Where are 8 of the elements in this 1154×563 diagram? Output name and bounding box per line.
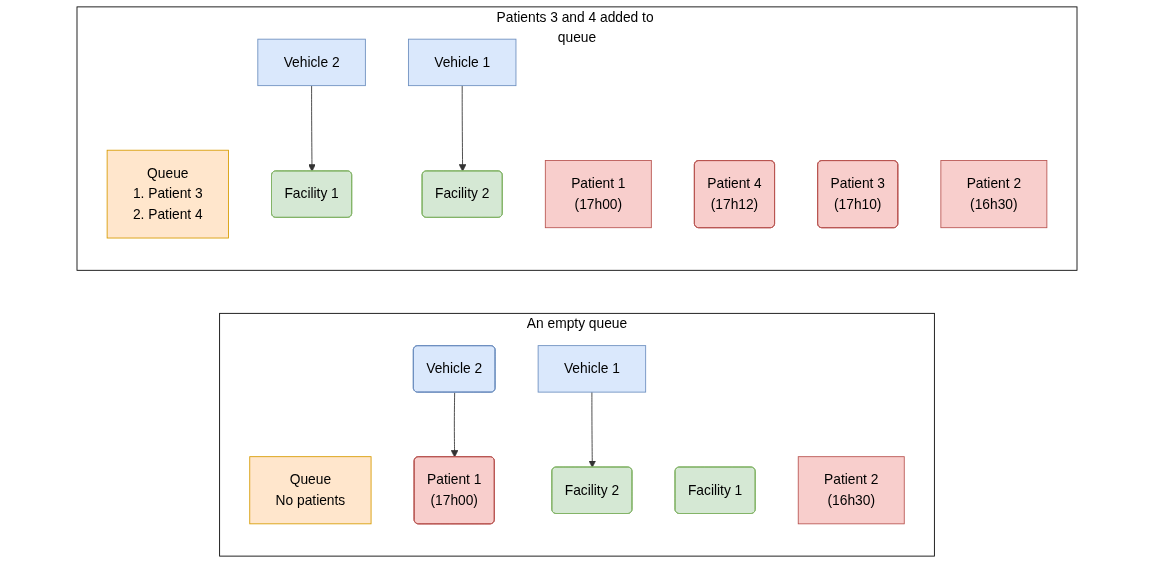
node-box: Vehicle 1 xyxy=(537,345,647,393)
node-box: Patient 2 (16h30) xyxy=(940,160,1048,229)
node-box: Patient 1 (17h00) xyxy=(544,160,652,229)
node-box: Vehicle 2 xyxy=(257,38,366,87)
node-box: Queue 1. Patient 3 2. Patient 4 xyxy=(106,149,229,239)
node-box: Patient 2 (16h30) xyxy=(797,456,905,525)
node-box: Queue No patients xyxy=(249,456,372,525)
node-box: Vehicle 1 xyxy=(408,38,517,87)
